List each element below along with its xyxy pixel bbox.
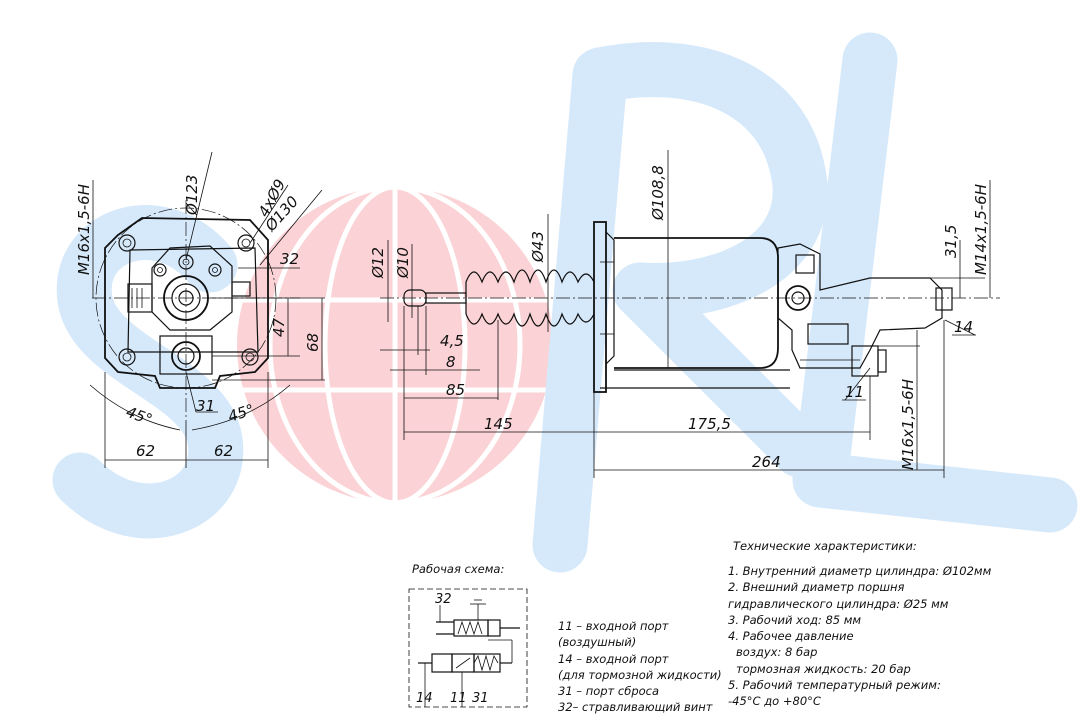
dim-m16-right: M16x1,5-6H: [899, 379, 917, 470]
scheme-legend: 11 – входной порт (воздушный) 14 – входн…: [558, 618, 722, 716]
spec-line: -45°C до +80°C: [728, 694, 821, 709]
dim-85: 85: [446, 381, 465, 399]
watermark-letter-r: [532, 42, 828, 573]
dim-4-5: 4,5: [440, 332, 464, 350]
specs-title: Технические характеристики:: [733, 539, 917, 553]
legend-line: 32– стравливающий винт: [558, 700, 713, 715]
scheme-label-14: 14: [416, 691, 433, 706]
spec-line: тормозная жидкость: 20 бар: [736, 661, 911, 676]
spec-line: 5. Рабочий температурный режим:: [728, 678, 941, 693]
legend-line: 11 – входной порт: [558, 619, 669, 633]
dim-31-front: 31: [196, 397, 215, 415]
scheme-label-31: 31: [472, 691, 489, 706]
watermark-globe: [237, 184, 553, 506]
scheme-title: Рабочая схема:: [412, 562, 505, 576]
spec-line: 4. Рабочее давление: [728, 629, 854, 644]
dim-14-side: 14: [954, 318, 973, 336]
dim-m16-left: M16x1,5-6H: [75, 184, 93, 275]
spec-line: 1. Внутренний диаметр цилиндра: Ø102мм: [728, 564, 992, 578]
dim-d12: Ø12: [369, 247, 387, 279]
working-scheme: 32 14 11 31: [408, 588, 528, 708]
legend-line: (для тормозной жидкости): [558, 667, 722, 682]
watermark-letter-l: [792, 32, 1078, 533]
dim-8: 8: [446, 353, 456, 371]
dim-11-side: 11: [845, 383, 864, 401]
dim-47: 47: [270, 317, 288, 337]
dimension-labels: Ø123 4xØ9 Ø130 32 M16x1,5-6H 47 68 31 45…: [75, 165, 990, 471]
dim-angle-right: 45°: [226, 400, 257, 425]
dim-175-5: 175,5: [688, 415, 731, 433]
specs-list: 1. Внутренний диаметр цилиндра: Ø102мм 2…: [728, 563, 991, 710]
dim-31-5: 31,5: [942, 225, 960, 258]
scheme-label-32: 32: [435, 592, 452, 607]
spec-line: 2. Внешний диаметр поршня: [728, 580, 905, 595]
dim-d10: Ø10: [394, 247, 412, 279]
front-view: [89, 151, 325, 468]
dim-angle-left: 45°: [124, 403, 155, 429]
spec-line: гидравлического цилиндра: Ø25 мм: [728, 596, 949, 611]
dim-264: 264: [752, 453, 781, 471]
dim-68: 68: [304, 333, 322, 352]
dim-62-right: 62: [214, 442, 233, 460]
dim-32-front: 32: [280, 250, 299, 268]
spec-line: воздух: 8 бар: [736, 645, 818, 660]
legend-line: 31 – порт сброса: [558, 684, 660, 699]
dim-d43: Ø43: [529, 231, 547, 263]
dim-d123: Ø123: [183, 175, 201, 216]
dim-m14-right: M14x1,5-6H: [972, 184, 990, 275]
dim-145: 145: [484, 415, 513, 433]
scheme-label-11: 11: [450, 691, 467, 706]
side-view: [380, 150, 1000, 478]
dim-62-left: 62: [136, 442, 155, 460]
legend-line: (воздушный): [558, 635, 637, 650]
legend-line: 14 – входной порт: [558, 651, 669, 666]
spec-line: 3. Рабочий ход: 85 мм: [728, 612, 862, 627]
dim-d108-8: Ø108,8: [649, 165, 667, 221]
